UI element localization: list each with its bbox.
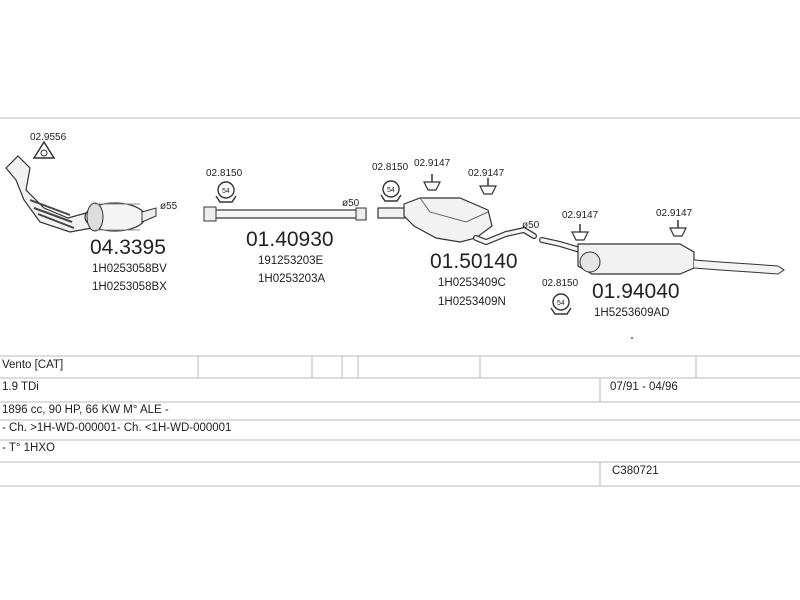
catalyst-clamp-label: 02.9556 — [30, 132, 67, 143]
middle-hanger-label-1: 02.9147 — [414, 158, 451, 169]
middle-clamp-label: 02.8150 — [372, 162, 409, 173]
rear-silencer-part[interactable]: 02.9147 02.9147 54 02.8150 01.94040 1H52… — [539, 208, 785, 339]
catalyst-part[interactable]: 02.9556 ø55 04.3395 1H0253058BV 1H025305… — [5, 132, 178, 293]
rubber-hanger-icon — [423, 181, 441, 191]
front-pipe-shape — [205, 209, 367, 219]
catalyst-ref-1: 1H0253058BV — [92, 263, 167, 275]
info-row-ref: C380721 — [0, 464, 800, 484]
clamp-icon — [217, 181, 235, 199]
engine-spec: 1896 cc, 90 HP, 66 KW M° ALE - — [2, 404, 169, 416]
rear-ref-1: 1H5253609AD — [594, 307, 669, 319]
catalogue-reference: C380721 — [612, 465, 659, 477]
rear-part-number: 01.94040 — [592, 280, 680, 303]
clamp-icon — [552, 293, 570, 311]
middle-ref-1: 1H0253409C — [438, 277, 506, 289]
clamp-badge: 54 — [222, 188, 230, 195]
info-row-model: Vento [CAT] — [0, 357, 800, 377]
production-period: 07/91 - 04/96 — [610, 381, 678, 393]
info-row-spec: 1896 cc, 90 HP, 66 KW M° ALE - — [0, 403, 800, 421]
chassis-range: - Ch. >1H-WD-000001- Ch. <1H-WD-000001 — [2, 422, 232, 434]
rear-silencer-shape — [577, 243, 695, 275]
rubber-hanger-icon — [669, 227, 687, 237]
info-table-lines — [0, 355, 800, 487]
front-pipe-ref-2: 1H0253203A — [258, 273, 325, 285]
middle-hanger-label-2: 02.9147 — [468, 168, 505, 179]
engine-label: 1.9 TDi — [2, 381, 39, 393]
middle-silencer-shape — [403, 197, 493, 243]
front-pipe-clamp-label: 02.8150 — [206, 168, 243, 179]
front-pipe-ref-1: 191253203E — [258, 255, 324, 267]
rear-clamp-label: 02.8150 — [542, 278, 579, 289]
middle-part-number: 01.50140 — [430, 250, 518, 273]
clamp-badge: 54 — [387, 187, 395, 194]
catalyst-ref-2: 1H0253058BX — [92, 281, 167, 293]
info-row-engine: 1.9 TDi 07/91 - 04/96 — [0, 380, 800, 400]
downpipe-shape — [5, 155, 93, 233]
vehicle-model: Vento [CAT] — [2, 359, 64, 371]
front-pipe-part[interactable]: 54 02.8150 ø50 01.40930 191253203E 1H025… — [203, 168, 367, 285]
rear-hanger-label-2: 02.9147 — [656, 208, 693, 219]
rubber-hanger-icon — [571, 231, 589, 241]
rear-hanger-label-1: 02.9147 — [562, 210, 599, 221]
middle-ref-2: 1H0253409N — [438, 296, 506, 308]
info-row-code: - T° 1HXO — [0, 441, 800, 461]
info-row-chassis: - Ch. >1H-WD-000001- Ch. <1H-WD-000001 — [0, 421, 800, 439]
front-pipe-diameter: ø50 — [342, 198, 360, 209]
rubber-hanger-icon — [479, 185, 497, 195]
clamp-icon — [382, 180, 400, 198]
catalyst-diameter: ø55 — [160, 201, 178, 212]
middle-diameter: ø50 — [522, 220, 540, 231]
middle-silencer-part[interactable]: 54 02.8150 02.9147 02.9147 ø50 01.50140 … — [372, 158, 540, 308]
engine-code: - T° 1HXO — [2, 442, 55, 454]
clamp-badge: 54 — [557, 300, 565, 307]
front-pipe-part-number: 01.40930 — [246, 228, 334, 251]
catalyst-part-number: 04.3395 — [90, 236, 166, 259]
